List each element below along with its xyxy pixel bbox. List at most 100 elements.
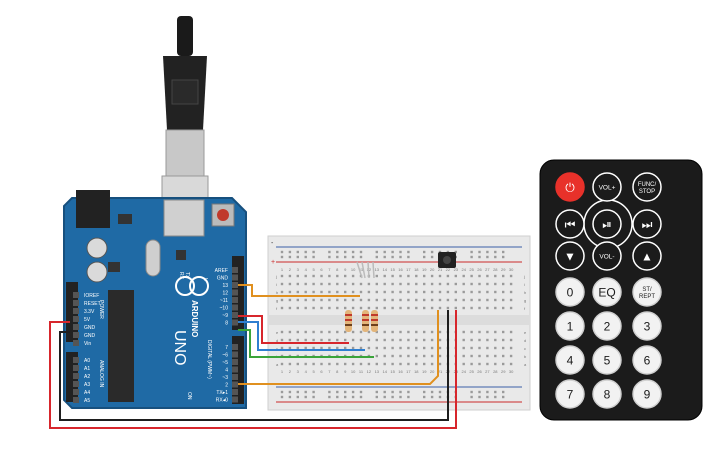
digit-1-button[interactable]: 1 [555,311,585,341]
header-pin[interactable] [73,316,79,322]
wire-red-5v[interactable] [49,310,457,429]
header-pin[interactable] [232,304,238,311]
column-number: 9 [344,267,347,272]
header-pin[interactable] [73,397,79,403]
tx-label: TX [184,272,190,279]
header-pin[interactable] [232,282,238,288]
row-letter: e [276,330,279,335]
ir-receiver[interactable] [438,252,456,268]
column-number: 30 [509,369,514,374]
pin-label: ~11 [220,298,228,304]
digit-6-button[interactable]: 6 [632,345,662,375]
header-pin[interactable] [232,267,238,273]
row-letter: i [524,282,525,287]
pin-label: AREF [215,268,228,274]
header-pin[interactable] [73,381,79,387]
digit-3-button[interactable]: 3 [632,311,662,341]
column-number: 26 [477,267,482,272]
header-pin[interactable] [232,312,238,318]
digit-9-button[interactable]: 9 [632,379,662,409]
header-pin[interactable] [232,319,238,326]
play-pause-button[interactable]: ⏯ [592,209,622,239]
header-pin[interactable] [232,374,238,380]
rail-plus-label: + [271,259,275,266]
header-pin[interactable] [232,381,238,388]
header-pin[interactable] [73,332,79,338]
resistor[interactable] [371,310,378,332]
digit-0-button[interactable]: 0 [555,277,585,307]
column-number: 8 [336,267,339,272]
pin-label: 3.3V [84,309,95,315]
digit-4-button[interactable]: 4 [555,345,585,375]
header-pin[interactable] [232,289,238,296]
resistor[interactable] [362,310,369,332]
digit-8-button[interactable]: 8 [592,379,622,409]
header-pin[interactable] [73,292,79,298]
resistor[interactable] [345,310,352,332]
header-pin[interactable] [232,366,238,373]
header-pin[interactable] [232,297,238,303]
column-number: 5 [312,267,315,272]
column-number: 11 [359,369,364,374]
header-pin[interactable] [73,373,79,379]
remote-button-label: ⏭ [642,217,653,231]
pin-label: 4 [225,368,228,374]
column-number: 7 [328,267,331,272]
pin-label: RESET [84,301,101,307]
remote-button-label: 0 [567,285,574,299]
column-number: 11 [359,267,364,272]
header-pin[interactable] [73,389,79,395]
remote-button-label: 3 [644,319,651,333]
header-pin[interactable] [73,340,79,346]
pin-label: IOREF [84,293,99,299]
pin-label: ~3 [222,375,228,381]
vol-down-button[interactable]: VOL- [592,241,622,271]
wire-orange-pin2[interactable] [238,310,439,385]
wire-orange-gnd[interactable] [238,284,360,297]
digit-2-button[interactable]: 2 [592,311,622,341]
next-button[interactable]: ⏭ [632,209,662,239]
eq-button[interactable]: EQ [592,277,622,307]
pin-label: TX▸1 [216,390,228,396]
st-rept-button[interactable]: ST/REPT [632,277,662,307]
prev-button[interactable]: ⏮ [555,209,585,239]
power-button[interactable]: ⏻ [555,172,585,202]
arduino-uno-board[interactable]: ARDUINO UNO TX RX L ON POWER ANALOG IN D… [63,190,247,409]
remote-button-label: VOL- [599,253,614,260]
arduino-model: UNO [171,330,188,366]
header-pin[interactable] [232,396,238,403]
header-pin[interactable] [73,308,79,314]
vol-up-button[interactable]: VOL+ [592,172,622,202]
wire-green-pin9[interactable] [238,329,374,358]
remote-button-label: ⏯ [602,217,612,231]
row-letter: b [524,354,527,359]
pin-label: Vin [84,341,91,347]
usb-cable[interactable] [161,16,209,209]
column-number: 2 [289,369,292,374]
column-number: 29 [501,369,506,374]
down-button[interactable]: ▼ [555,241,585,271]
rgb-led[interactable] [356,261,375,279]
header-pin[interactable] [73,365,79,371]
wire-black-gnd[interactable] [59,310,449,421]
func-stop-button[interactable]: FUNC/STOP [632,172,662,202]
row-letter: i [276,282,277,287]
header-pin[interactable] [232,351,238,358]
column-number: 23 [454,267,459,272]
header-pin[interactable] [232,389,238,395]
breadboard[interactable]: - + 112233445566778899101011111212131314… [267,235,531,411]
digit-7-button[interactable]: 7 [555,379,585,409]
up-button[interactable]: ▲ [632,241,662,271]
header-pin[interactable] [232,344,238,350]
wire-red-pin11[interactable] [238,315,349,344]
header-pin[interactable] [232,274,238,281]
header-pin[interactable] [73,357,79,363]
digit-5-button[interactable]: 5 [592,345,622,375]
header-pin[interactable] [73,300,79,306]
header-pin[interactable] [73,324,79,330]
column-number: 29 [501,267,506,272]
header-pin[interactable] [232,359,238,365]
wire-blue-pin10[interactable] [238,321,365,351]
